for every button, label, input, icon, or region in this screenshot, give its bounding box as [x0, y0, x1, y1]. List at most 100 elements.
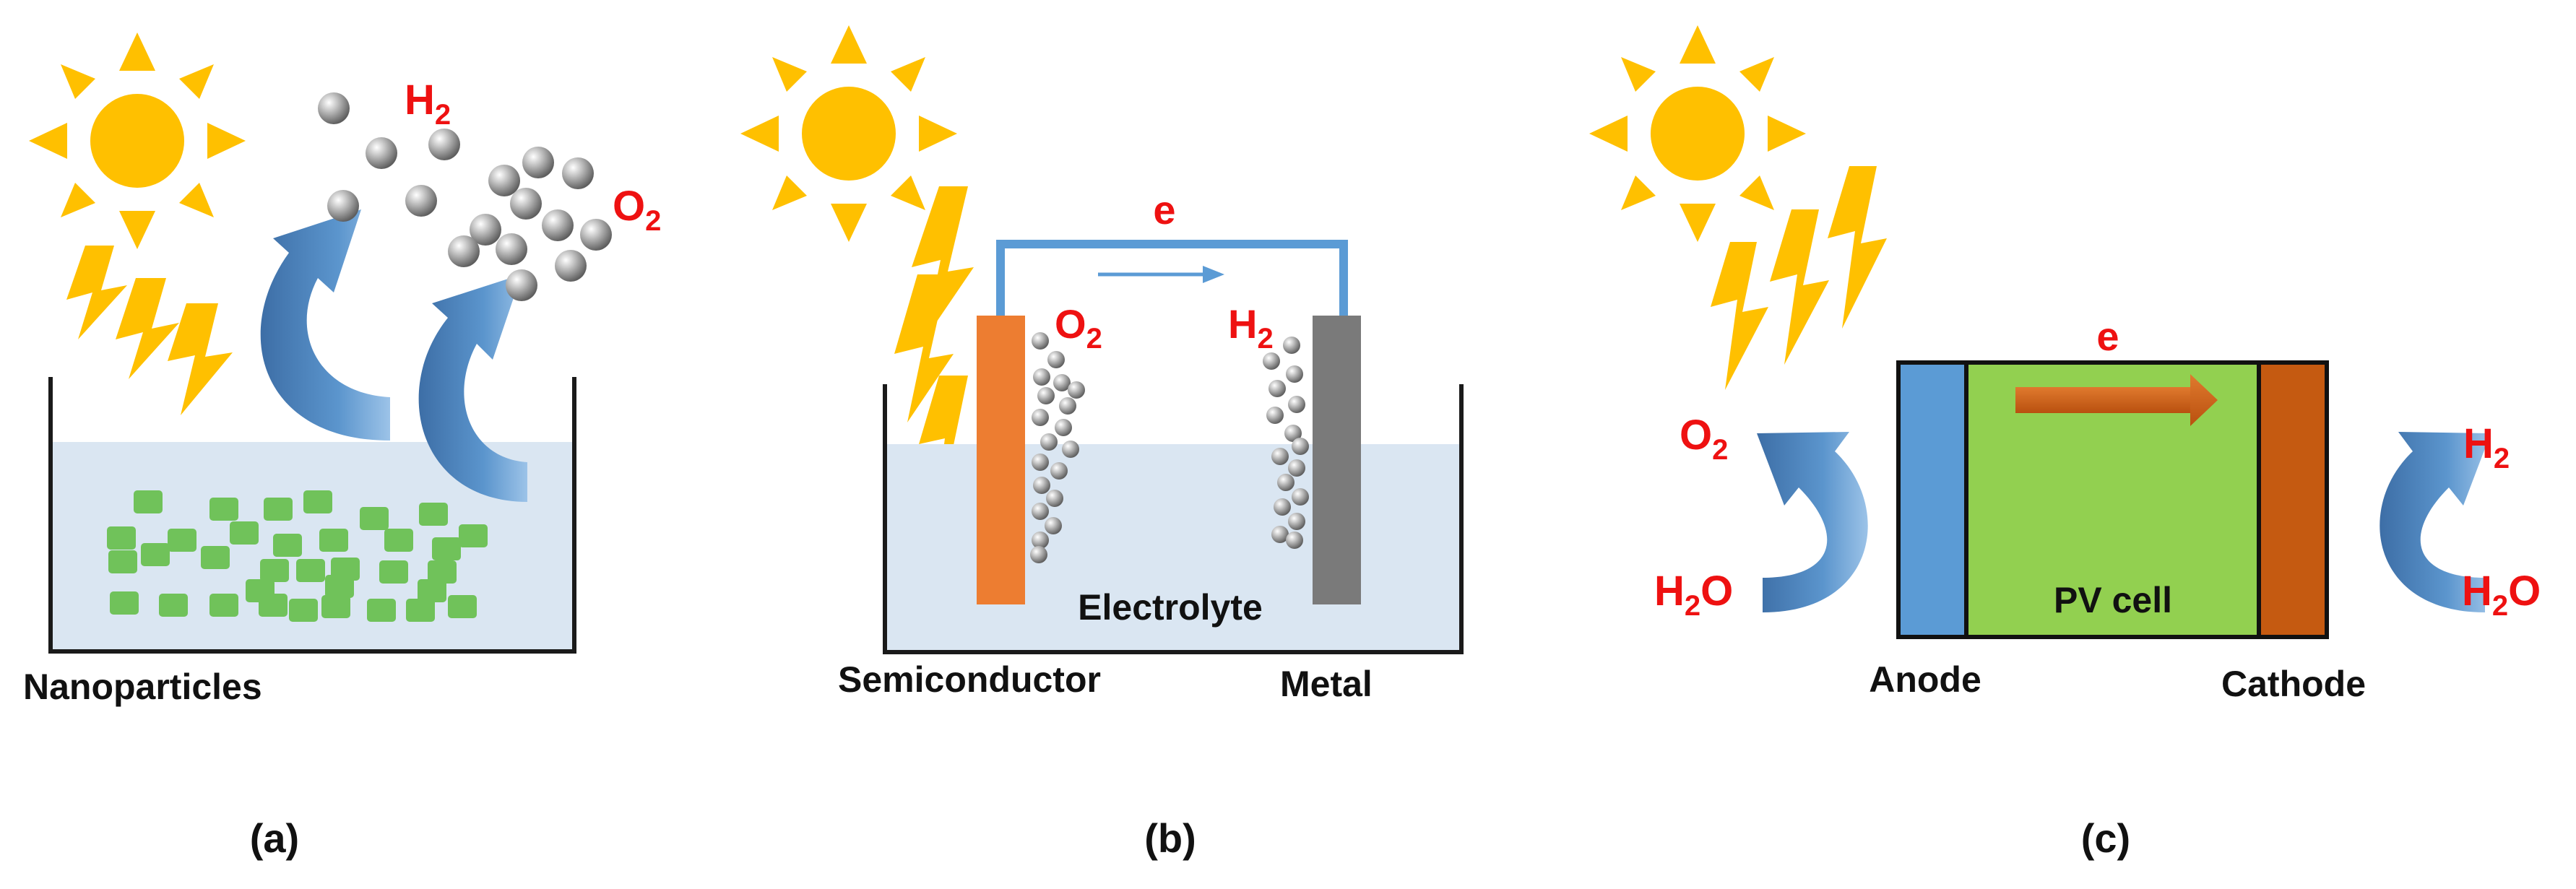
nanoparticle	[209, 498, 238, 521]
nanoparticle	[296, 559, 325, 582]
nanoparticles	[107, 490, 488, 622]
cathode-label: Cathode	[2221, 664, 2366, 704]
caption-b: (b)	[1144, 815, 1196, 861]
anode-label: Anode	[1869, 659, 1981, 700]
gas-bubble	[1055, 419, 1072, 436]
electron-flow-arrow	[1098, 266, 1224, 283]
h2-bubbles	[1263, 337, 1309, 549]
gas-bubble	[1268, 380, 1286, 397]
gas-bubble	[1288, 513, 1305, 530]
nanoparticle	[246, 579, 275, 602]
gas-bubble	[448, 235, 480, 267]
gas-bubble	[562, 157, 594, 189]
gas-bubble	[1286, 365, 1303, 383]
gas-bubble	[496, 233, 527, 265]
gas-bubble	[1283, 337, 1300, 354]
nanoparticle	[273, 534, 302, 557]
nanoparticle	[108, 550, 137, 573]
nanoparticle	[201, 546, 230, 569]
gas-bubbles-a	[318, 92, 612, 301]
gas-bubble	[318, 92, 350, 124]
gas-bubble	[1274, 498, 1291, 516]
gas-bubble	[506, 269, 537, 301]
electron-flow-arrow	[2015, 374, 2218, 426]
nanoparticle	[230, 521, 259, 545]
gas-bubble	[1037, 387, 1055, 404]
gas-bubble	[1032, 454, 1049, 471]
gas-bubble	[405, 185, 437, 217]
lightning-icon	[66, 246, 233, 415]
o2-label: O2	[1680, 412, 1728, 466]
gas-bubble	[1288, 396, 1305, 413]
gas-bubble	[1053, 374, 1071, 391]
h2o-right-label: H2O	[2462, 568, 2541, 622]
nanoparticle	[264, 498, 293, 521]
sun-icon	[1589, 25, 1806, 242]
nanoparticles-label: Nanoparticles	[23, 667, 262, 707]
gas-bubble	[1050, 462, 1068, 480]
gas-bubble	[555, 250, 587, 282]
nanoparticle	[134, 490, 163, 513]
gas-bubble	[1271, 526, 1289, 543]
nanoparticle	[289, 599, 318, 622]
gas-bubble	[1047, 351, 1065, 368]
gas-bubble	[1040, 433, 1058, 451]
nanoparticle	[325, 575, 354, 598]
gas-bubble	[522, 147, 554, 178]
nanoparticle	[428, 560, 457, 584]
cathode-block	[2257, 360, 2329, 639]
panel-a: H2 O2 Nanoparticles (a)	[23, 32, 661, 861]
electron-label: e	[1153, 187, 1175, 233]
semiconductor-electrode	[977, 316, 1025, 604]
gas-bubble	[1286, 532, 1303, 549]
h2o-left-label: H2O	[1654, 568, 1733, 622]
nanoparticle	[159, 594, 188, 617]
nanoparticle	[384, 529, 413, 552]
gas-bubble	[327, 190, 359, 222]
nanoparticle	[360, 507, 389, 530]
sun-icon	[29, 32, 246, 249]
nanoparticle	[418, 579, 446, 602]
gas-bubble	[366, 137, 397, 169]
electron-label: e	[2096, 313, 2119, 359]
panel-c: e PV cell O2 H2 H2O H2O Anode Cathode (c…	[1589, 25, 2541, 861]
gas-bubble	[1284, 425, 1302, 442]
nanoparticle	[379, 560, 408, 584]
gas-bubble	[1033, 477, 1050, 494]
metal-label: Metal	[1280, 664, 1373, 704]
nanoparticle	[303, 490, 332, 513]
pv-cell-label: PV cell	[2054, 580, 2172, 620]
h2-label: H2	[1228, 301, 1274, 355]
lightning-icon	[1711, 166, 1887, 390]
anode-block	[1896, 360, 1968, 639]
gas-bubble	[1032, 332, 1049, 350]
nanoparticle	[321, 595, 350, 618]
sun-icon	[740, 25, 957, 242]
metal-electrode	[1313, 316, 1361, 604]
curved-arrow-cathode	[2380, 432, 2491, 612]
electrolyte-label: Electrolyte	[1078, 587, 1263, 628]
nanoparticle	[107, 526, 136, 550]
curved-arrow-left	[260, 209, 390, 441]
nanoparticle	[110, 591, 139, 615]
gas-bubble	[470, 214, 501, 246]
gas-bubble	[1032, 532, 1049, 549]
nanoparticle	[260, 559, 289, 582]
o2-label: O2	[1055, 301, 1102, 355]
gas-bubble	[1045, 517, 1062, 534]
gas-bubble	[488, 165, 520, 196]
gas-bubble	[1292, 438, 1309, 455]
caption-a: (a)	[250, 815, 299, 861]
nanoparticle	[406, 599, 435, 622]
nanoparticle	[367, 599, 396, 622]
gas-bubble	[1046, 490, 1063, 507]
nanoparticle	[319, 529, 348, 552]
curved-arrow-right	[418, 274, 527, 502]
gas-bubble	[1277, 474, 1295, 491]
gas-bubble	[1263, 352, 1280, 370]
nanoparticle	[459, 524, 488, 547]
nanoparticle	[432, 537, 461, 560]
gas-bubble	[580, 219, 612, 251]
curved-arrow-anode	[1757, 432, 1868, 612]
gas-bubble	[1292, 488, 1309, 506]
